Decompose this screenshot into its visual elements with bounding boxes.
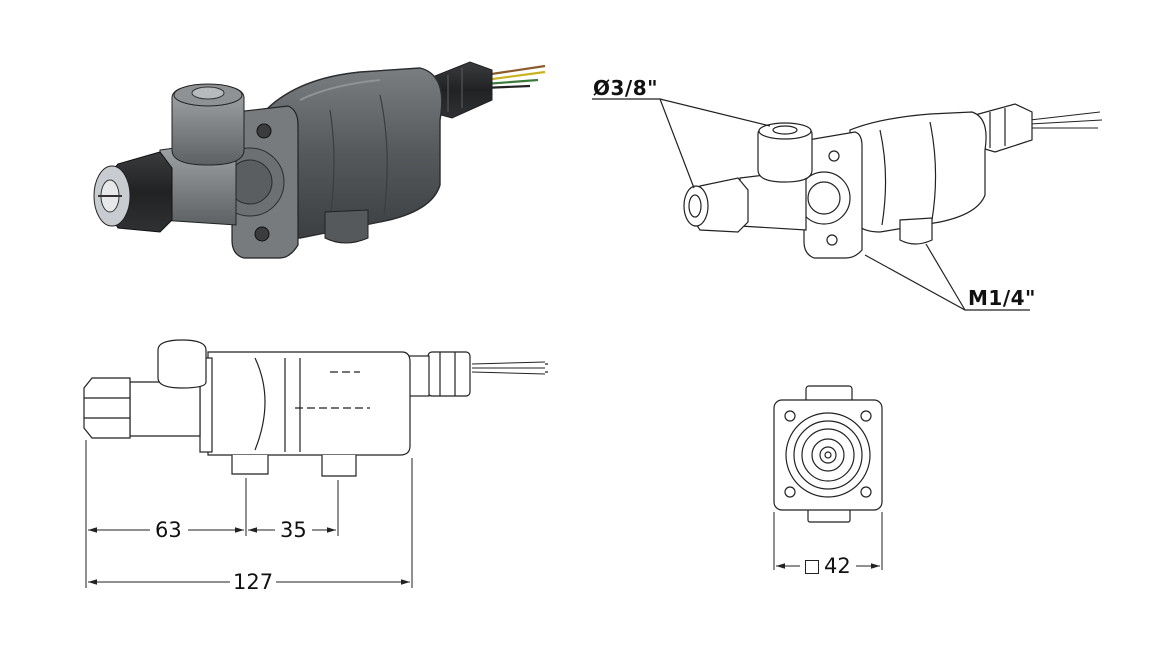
dimension-square-42: 42 — [805, 556, 851, 577]
inlet-diameter-callout: Ø3/8" — [593, 76, 659, 100]
dimension-42-value: 42 — [824, 554, 851, 578]
outlet-thread-callout: M1/4" — [968, 286, 1036, 310]
screw-icon — [784, 486, 796, 498]
dimension-lines — [773, 512, 883, 570]
screw-icon — [256, 123, 272, 139]
screw-icon — [254, 226, 270, 242]
top-elbow — [157, 339, 207, 389]
screw-icon — [784, 410, 796, 422]
dimension-63: 63 — [155, 518, 182, 542]
screw-icon — [860, 410, 872, 422]
inlet-pipe — [129, 381, 201, 437]
pump-front-view — [773, 385, 883, 523]
dimension-35: 35 — [280, 518, 307, 542]
square-symbol-icon — [805, 560, 819, 574]
screw-icon — [826, 234, 838, 246]
motor-body — [207, 351, 411, 456]
pump-isometric-line-view — [683, 103, 1103, 259]
pump-side-elevation — [83, 339, 548, 477]
screw-icon — [828, 150, 840, 162]
outlet-port — [324, 209, 369, 244]
motor-body — [849, 111, 987, 233]
inlet-nut — [83, 377, 131, 439]
dimension-lines — [85, 440, 413, 588]
cable-gland — [427, 351, 471, 397]
screw-icon — [860, 486, 872, 498]
dimension-127: 127 — [233, 570, 274, 594]
outlet-port — [231, 455, 357, 477]
callout-leaders — [592, 98, 1030, 311]
pump-3d-shaded-view — [93, 61, 546, 259]
outlet-port — [899, 217, 933, 245]
